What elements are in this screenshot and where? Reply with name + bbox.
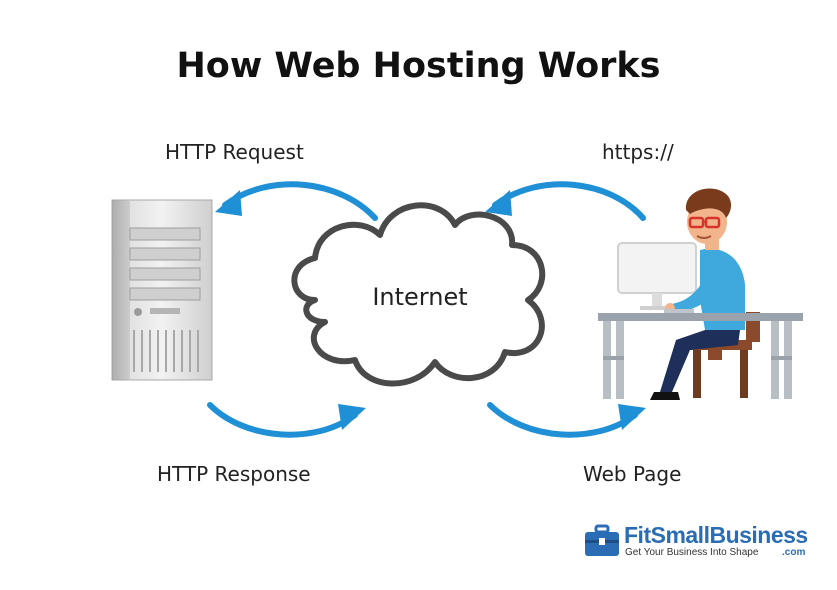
internet-label: Internet — [372, 283, 468, 311]
https-arrow — [492, 181, 646, 221]
https-arrowhead — [485, 190, 512, 216]
http-request-arrow — [222, 181, 378, 221]
diagram-title: How Web Hosting Works — [176, 46, 661, 86]
brand-tagline: Get Your Business Into Shape — [625, 547, 759, 558]
http-response-label: HTTP Response — [157, 462, 311, 486]
brand-logo: FitSmallBusiness Get Your Business Into … — [584, 522, 814, 562]
web-page-label: Web Page — [583, 462, 682, 486]
brand-domain: .com — [782, 547, 806, 558]
server-icon — [111, 199, 213, 381]
web-page-arrow — [487, 402, 638, 438]
http-request-label: HTTP Request — [165, 140, 304, 164]
http-response-arrowhead — [338, 404, 366, 430]
https-label: https:// — [602, 140, 674, 164]
http-response-arrow — [207, 402, 358, 438]
web-page-arrowhead — [618, 404, 646, 430]
brand-name: FitSmallBusiness — [624, 522, 808, 548]
briefcase-icon — [585, 524, 619, 556]
person-at-computer-icon — [598, 188, 803, 400]
http-request-arrowhead — [215, 190, 242, 216]
cloud-icon — [291, 202, 546, 387]
